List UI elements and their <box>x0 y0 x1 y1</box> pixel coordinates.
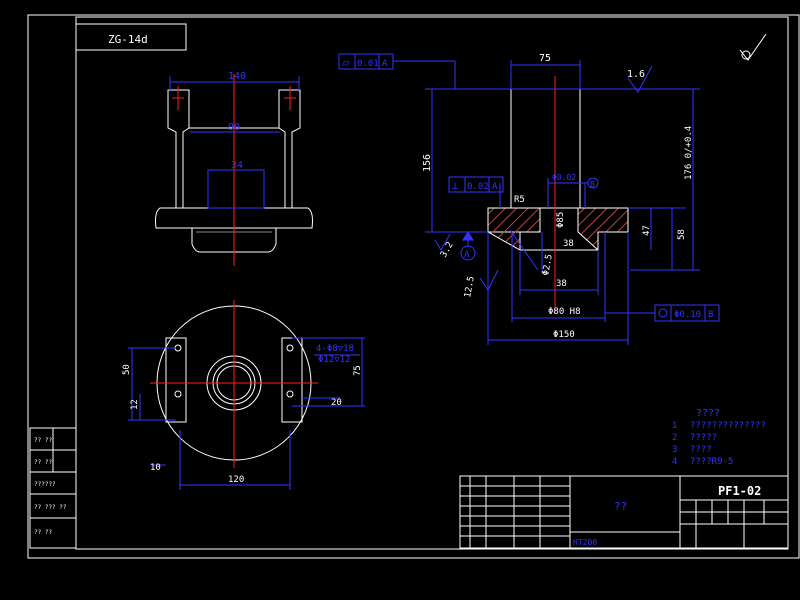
side-table-label: ?????? <box>34 481 56 488</box>
sec-roughness-chamfer: 12.5 <box>463 275 477 298</box>
side-table-label: ?? ?? <box>34 459 52 466</box>
plan-hole-note-2: Φ12▽12 <box>318 355 351 365</box>
inner-frame <box>75 16 789 550</box>
plan-hole-note-1: 4-Φ8▽18 <box>316 344 354 354</box>
sec-callout-1: R5 <box>514 195 525 205</box>
sec-dim-bore-small: 38 <box>556 279 567 289</box>
position-frame <box>548 177 599 189</box>
title-block <box>459 475 789 549</box>
sec-roughness-top: 1.6 <box>627 69 645 80</box>
flatness-frame <box>338 53 456 70</box>
note-text: ???? <box>690 445 712 455</box>
notes-list: 1?????????????? 2????? 3???? 4 ????R9-5 <box>672 421 766 467</box>
note-text: ?????????????? <box>690 421 766 431</box>
sec-dim-bore-dia: Φ80 H8 <box>548 307 581 317</box>
sec-dim-top-width: 75 <box>539 53 551 64</box>
sec-dim-bore-small2: 38 <box>563 239 574 249</box>
plan-dim-20: 20 <box>331 398 342 408</box>
concentric-value: Φ0.10 <box>674 310 701 320</box>
plan-dim-50: 50 <box>122 364 132 375</box>
note-text: ????? <box>690 433 717 443</box>
side-table-label: ?? ?? <box>34 437 52 444</box>
side-table <box>29 427 77 549</box>
perpendicular-symbol: ⊥ <box>452 181 458 192</box>
sec-dim-overall-dia: Φ150 <box>553 330 575 340</box>
flatness-datum: A <box>382 59 388 69</box>
sec-callout-2: Φ2.5 <box>541 253 555 276</box>
title-tag-box: ZG-14d <box>75 23 187 51</box>
perpendicular-value: 0.02 <box>467 182 489 192</box>
datum-a-marker <box>460 231 476 261</box>
note-number: 4 <box>672 457 677 467</box>
sec-dim-left-height: 156 <box>422 154 433 172</box>
plan-dims <box>128 337 365 490</box>
flatness-value: 0.01 <box>357 59 379 69</box>
plan-centerlines <box>150 300 318 468</box>
plan-dim-10: 10 <box>150 463 161 473</box>
sec-dim-flange-h1: 47 <box>642 225 652 236</box>
front-dim-90: 90 <box>228 122 240 133</box>
position-value: Φ0.02 <box>552 173 576 182</box>
note-number: 1 <box>672 421 677 431</box>
sec-dim-flange-h2: 58 <box>677 229 687 240</box>
sheet-border <box>27 14 800 559</box>
datum-a-label: A <box>464 250 470 260</box>
perpendicular-frame <box>448 176 504 193</box>
side-table-label: ?? ??? ?? <box>34 504 67 511</box>
roughness-marks <box>434 65 653 291</box>
roughness-symbol-icon <box>739 33 767 61</box>
material-note: HT200 <box>573 538 597 547</box>
concentric-datum: B <box>708 310 713 320</box>
front-view-dims <box>169 76 300 209</box>
sec-dim-right-height: 176 0/+0.4 <box>684 126 694 180</box>
position-datum: B <box>590 180 595 189</box>
notes-block: ???? 1?????????????? 2????? 3???? 4 ????R9-5 <box>672 408 766 467</box>
concentric-frame <box>654 304 720 322</box>
sec-roughness-left: 3.2 <box>439 240 456 259</box>
flatness-symbol: ⏥ <box>342 58 350 69</box>
plan-dim-120: 120 <box>228 475 244 485</box>
side-table-label: ?? ?? <box>34 529 52 536</box>
note-number: 3 <box>672 445 677 455</box>
note-number: 2 <box>672 433 677 443</box>
plan-dim-12: 12 <box>130 399 140 410</box>
front-dim-34: 34 <box>231 160 243 171</box>
section-dims <box>425 60 700 345</box>
note-text: ????R9-5 <box>690 457 733 467</box>
notes-heading: ???? <box>696 408 720 419</box>
drawing-number: PF1-02 <box>718 484 761 498</box>
side-table-labels: ?? ?? ?? ???????? ?? ??? ?? ?? ?? <box>34 437 67 536</box>
perpendicular-datum: A <box>492 182 498 192</box>
plan-dim-75: 75 <box>353 365 363 376</box>
sec-center-dia: Φ85 <box>556 212 566 228</box>
front-dim-140: 140 <box>228 71 246 82</box>
title-tag: ZG-14d <box>108 33 148 46</box>
part-name: ?? <box>614 500 627 513</box>
